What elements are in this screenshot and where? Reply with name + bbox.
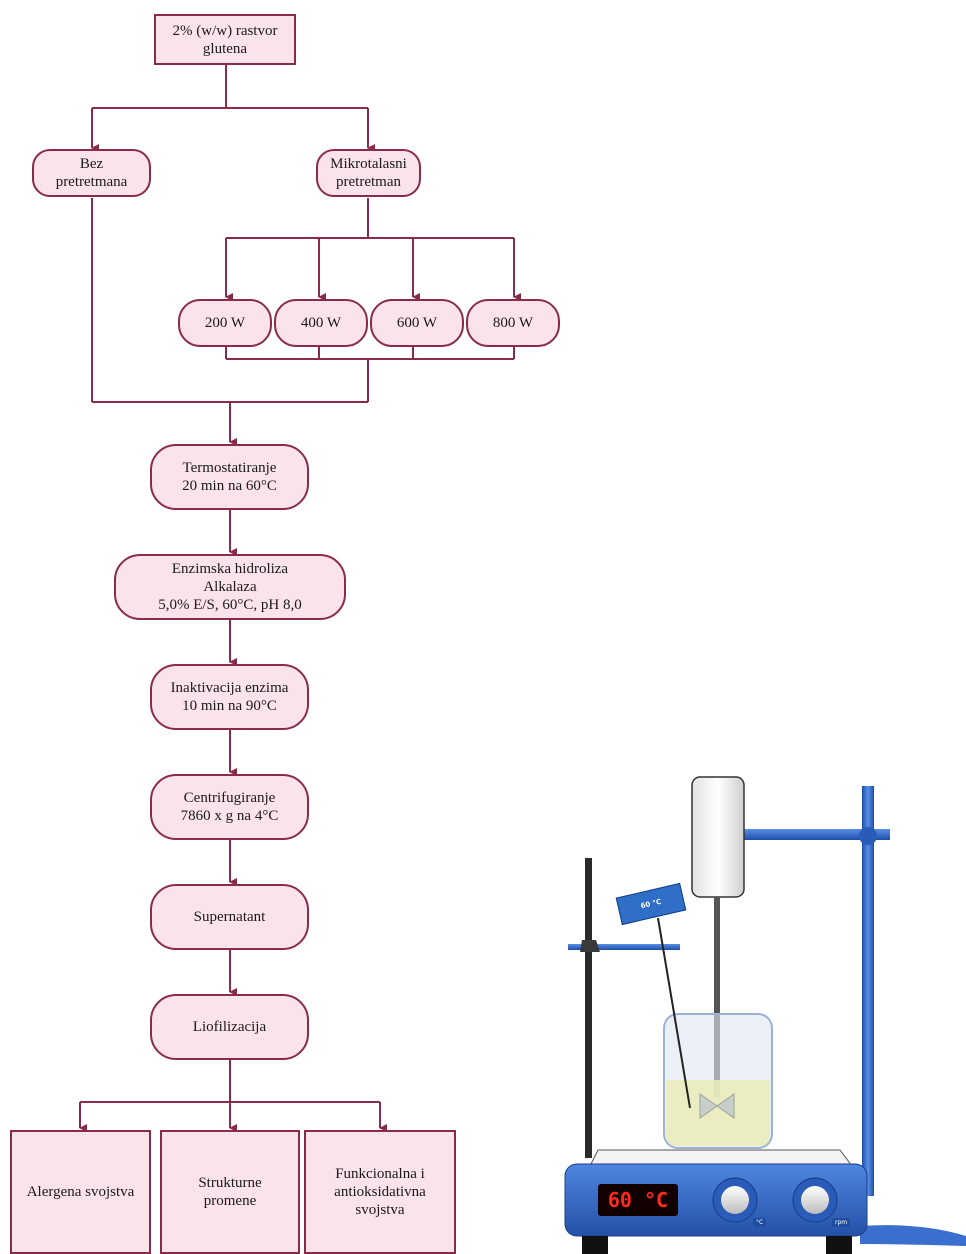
- output-structure-box: Strukturne promene: [160, 1130, 300, 1254]
- microwave-pretreatment-box: Mikrotalasni pretretman: [316, 149, 421, 197]
- hydrolysis-box: Enzimska hidroliza Alkalaza 5,0% E/S, 60…: [114, 554, 346, 620]
- lyophilization-box: Liofilizacija: [150, 994, 309, 1060]
- supernatant-box: Supernatant: [150, 884, 309, 950]
- output-label: Funkcionalna i antioksidativna svojstva: [334, 1166, 426, 1218]
- output-label: Alergena svojstva: [26, 1184, 135, 1200]
- inactivation-box: Inaktivacija enzima 10 min na 90°C: [150, 664, 309, 730]
- base-foot-left: [582, 1236, 608, 1254]
- impeller: [699, 1093, 735, 1119]
- power-label: 800 W: [492, 315, 534, 331]
- power-600-box: 600 W: [370, 299, 464, 347]
- start-label: 2% (w/w) rastvor glutena: [172, 22, 278, 57]
- output-functional-box: Funkcionalna i antioksidativna svojstva: [304, 1130, 456, 1254]
- lyophilization-label: Liofilizacija: [192, 1019, 267, 1035]
- motor-arm: [742, 829, 890, 840]
- right-stand-rod: [862, 786, 874, 1196]
- output-label: Strukturne promene: [198, 1175, 262, 1209]
- speed-knob: [801, 1186, 829, 1214]
- thermostating-label: Termostatiranje 20 min na 60°C: [182, 460, 277, 494]
- temperature-knob: [721, 1186, 749, 1214]
- thermostating-box: Termostatiranje 20 min na 60°C: [150, 444, 309, 510]
- beaker-solution: [666, 1080, 770, 1146]
- temperature-display: 60 °C: [598, 1184, 678, 1216]
- left-stand-rod: [585, 858, 592, 1158]
- arm-clamp: [859, 827, 877, 845]
- centrifugation-box: Centrifugiranje 7860 x g na 4°C: [150, 774, 309, 840]
- clamp-knob: [580, 940, 600, 952]
- power-400-box: 400 W: [274, 299, 368, 347]
- power-label: 400 W: [300, 315, 342, 331]
- supernatant-label: Supernatant: [193, 909, 266, 925]
- power-label: 600 W: [396, 315, 438, 331]
- clamp-arm: [568, 944, 680, 950]
- speed-knob-label: rpm: [832, 1218, 851, 1227]
- inactivation-label: Inaktivacija enzima 10 min na 90°C: [170, 680, 289, 714]
- hydrolysis-label: Enzimska hidroliza Alkalaza 5,0% E/S, 60…: [158, 561, 302, 613]
- no-pretreatment-box: Bez pretretmana: [32, 149, 151, 197]
- temperature-knob-label: °C: [753, 1218, 767, 1227]
- power-label: 200 W: [204, 315, 246, 331]
- overhead-motor: [691, 776, 745, 898]
- stirrer-shaft: [714, 897, 720, 1097]
- output-allergen-box: Alergena svojstva: [10, 1130, 151, 1254]
- centrifugation-label: Centrifugiranje 7860 x g na 4°C: [180, 790, 279, 824]
- power-800-box: 800 W: [466, 299, 560, 347]
- microwave-pretreatment-label: Mikrotalasni pretretman: [330, 156, 407, 190]
- base-foot-right: [826, 1236, 852, 1254]
- start-box: 2% (w/w) rastvor glutena: [154, 14, 296, 65]
- stand-foot: [860, 1225, 966, 1246]
- power-200-box: 200 W: [178, 299, 272, 347]
- no-pretreatment-label: Bez pretretmana: [55, 156, 128, 190]
- thermometer-probe: [657, 917, 691, 1109]
